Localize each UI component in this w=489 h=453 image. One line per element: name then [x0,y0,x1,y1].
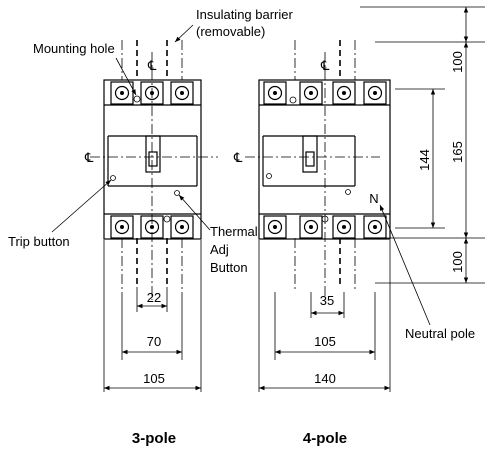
dim-105-3p: 105 [143,371,165,386]
handle-toggle [148,151,158,167]
bottom-terminals-4p [263,215,387,239]
terminal-screw [144,85,160,101]
centerline-symbol: ℄ [233,150,243,165]
thermal-label: Thermal [210,224,258,239]
terminal [140,215,164,239]
leader-neutral-pole [379,204,431,326]
terminal-screw-center [373,91,377,95]
terminal-screw [114,85,130,101]
terminal-screw-center [180,225,184,229]
trip-button-label: Trip button [8,234,70,249]
insulating-barrier-label: Insulating barrier [196,7,293,22]
leader-thermal-adj [178,194,211,231]
breaker-body-4p [258,79,391,240]
dim-35: 35 [320,293,334,308]
terminal-screw [367,85,383,101]
dim-22: 22 [147,290,161,305]
terminal-screw-center [120,225,124,229]
handle-toggle [305,151,315,167]
trip-button-dot [266,173,272,179]
neutral-mark: N [369,191,378,206]
neutral-pole-label: Neutral pole [405,326,475,341]
mounting-hole [133,95,141,103]
leader-trip-button [51,179,112,233]
four-pole-breaker: N [245,40,391,300]
button-label: Button [210,260,248,275]
terminal-screw [267,219,283,235]
dim-100-bottom: 100 [450,251,465,273]
centerline-symbol: ℄ [84,150,94,165]
terminal-screw-center [150,91,154,95]
terminal-screw-center [309,225,313,229]
centerline-symbol: ℄ [147,58,157,73]
top-terminals-3p [110,81,194,105]
terminal-screw [303,219,319,235]
terminal [332,215,356,239]
leader-insulating-barrier [174,24,194,43]
terminal [299,81,323,105]
terminal-screw [114,219,130,235]
terminal-screw-center [150,225,154,229]
three-pole-breaker [90,40,218,300]
dim-105-4p: 105 [314,334,336,349]
removable-label: (removable) [196,24,265,39]
terminal-screw-center [373,225,377,229]
terminal-screw [267,85,283,101]
dims-3pole: 22 70 105 [103,240,202,392]
adj-label: Adj [210,242,229,257]
terminal-screw [174,85,190,101]
terminal-screw [336,219,352,235]
bottom-terminals-3p [110,215,194,239]
terminal [263,81,287,105]
terminal-screw [336,85,352,101]
breaker-body-3p [103,79,202,240]
dim-100-top: 100 [450,51,465,73]
thermal-adj-button-dot [174,190,180,196]
terminal [170,81,194,105]
caption-4-pole: 4-pole [303,430,347,447]
terminal [110,215,134,239]
terminal [332,81,356,105]
terminal-screw-center [342,91,346,95]
terminal-screw-center [342,225,346,229]
leader-mounting-hole [115,57,137,96]
mounting-hole [289,96,297,104]
dim-140: 140 [314,371,336,386]
mounting-hole [321,215,329,223]
handle-4p [302,135,318,173]
terminal-screw [303,85,319,101]
terminal [299,215,323,239]
dim-144: 144 [417,149,432,171]
handle-3p [145,135,161,173]
terminal-screw-center [180,91,184,95]
terminal-screw [174,219,190,235]
terminal-screw-center [120,91,124,95]
dim-165: 165 [450,141,465,163]
mounting-hole [163,215,171,223]
terminal [363,81,387,105]
terminal-screw-center [273,225,277,229]
mounting-hole-label: Mounting hole [33,41,115,56]
dims-vertical: 100 165 144 100 [360,6,485,284]
terminal-screw [144,219,160,235]
terminal [263,215,287,239]
terminal-screw [367,219,383,235]
terminal-screw-center [309,91,313,95]
centerline-symbol: ℄ [320,58,330,73]
terminal-screw-center [273,91,277,95]
caption-3-pole: 3-pole [132,430,176,447]
dim-70: 70 [147,334,161,349]
terminal [140,81,164,105]
trip-button-dot [110,175,116,181]
thermal-adj-button-dot [345,189,351,195]
top-terminals-4p [263,81,387,105]
terminal [170,215,194,239]
dims-4pole: 35 105 140 [258,240,391,392]
